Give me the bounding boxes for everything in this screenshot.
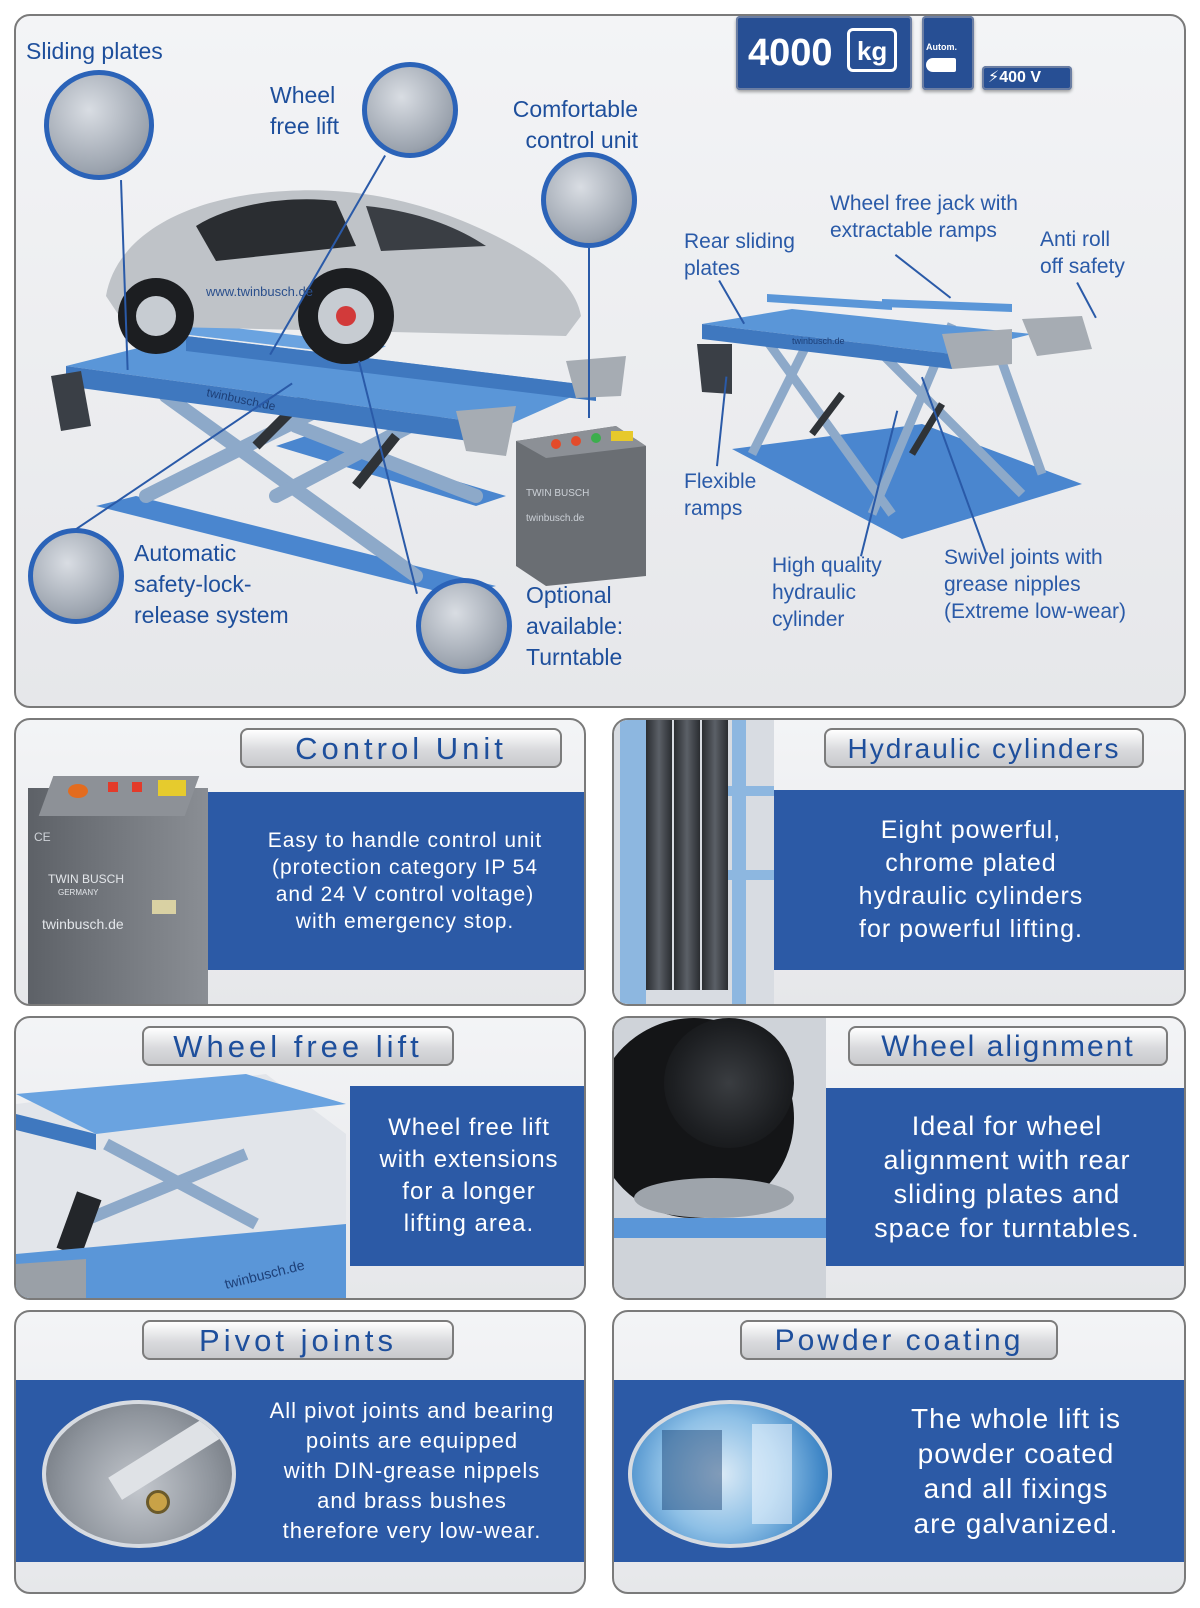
label-wheel-free-jack: Wheel free jack with extractable ramps	[830, 192, 1018, 242]
auto-label: Autom.	[926, 42, 957, 52]
secondary-lift-illustration: twinbusch.de	[697, 294, 1092, 539]
feature-title: Powder coating	[740, 1320, 1058, 1360]
capacity-unit: kg	[856, 36, 888, 66]
feature-wheel-alignment: Wheel alignment Ideal for wheel alignmen…	[612, 1016, 1186, 1300]
sliding-plates-bubble	[44, 70, 154, 180]
feature-wheel-free-lift: Wheel free lift twinbusch.de Wheel free …	[14, 1016, 586, 1300]
feature-powder-coating: Powder coating The whole lift is powder …	[612, 1310, 1186, 1594]
feature-title: Hydraulic cylinders	[824, 728, 1144, 768]
control-cabinet-illustration: TWIN BUSCH twinbusch.de	[516, 426, 646, 586]
label-optional-turntable: Optional available: Turntable	[526, 582, 624, 670]
feature-title: Pivot joints	[142, 1320, 454, 1360]
ce-mark: CE	[34, 830, 51, 844]
feature-title: Wheel free lift	[142, 1026, 454, 1066]
feature-description: Wheel free lift with extensions for a lo…	[350, 1086, 584, 1266]
car-decal: www.twinbusch.de	[205, 284, 313, 299]
control-brand-sub: GERMANY	[58, 888, 99, 897]
label-automatic-safety: Automatic safety-lock- release system	[134, 540, 289, 628]
feature-control-unit: Control Unit Easy to handle control unit…	[14, 718, 586, 1006]
label-swivel-joints: Swivel joints with grease nipples (Extre…	[944, 546, 1127, 623]
wheel-free-lift-bubble	[362, 62, 458, 158]
label-wheel-free-lift: Wheel free lift	[270, 82, 340, 139]
control-url: twinbusch.de	[42, 916, 124, 932]
weight-icon: kg	[847, 28, 898, 72]
label-sliding-plates: Sliding plates	[26, 38, 163, 64]
feature-hydraulic-cylinders: Hydraulic cylinders Eight powerful, chro…	[612, 718, 1186, 1006]
voltage-badge: ⚡400 V	[982, 66, 1072, 90]
leader-control-unit	[588, 248, 590, 418]
label-anti-roll: Anti roll off safety	[1040, 228, 1125, 278]
wheel-free-lift-photo: twinbusch.de	[16, 1074, 346, 1298]
capacity-value: 4000	[748, 32, 833, 74]
label-hydraulic-cylinder: High quality hydraulic cylinder	[772, 554, 882, 631]
feature-description: Eight powerful, chrome plated hydraulic …	[774, 790, 1184, 970]
capacity-badge: 4000 kg	[736, 16, 912, 90]
hand-pointer-icon	[926, 58, 956, 72]
powder-coating-photo	[628, 1400, 832, 1548]
label-flexible-ramps: Flexible ramps	[684, 470, 757, 520]
cabinet-brand: TWIN BUSCH	[526, 488, 589, 499]
hero-panel: twinbusch.de www.twinbusch.de TWIN BUSCH…	[14, 14, 1186, 708]
wheel-alignment-photo	[614, 1018, 826, 1298]
car-illustration: www.twinbusch.de	[106, 190, 581, 364]
label-comfortable-control: Comfortable control unit	[512, 96, 638, 153]
lightning-icon: ⚡	[988, 69, 1000, 86]
feature-description: Easy to handle control unit (protection …	[192, 792, 584, 970]
safety-lock-bubble	[28, 528, 124, 624]
pivot-joint-photo	[42, 1400, 236, 1548]
label-rear-sliding: Rear sliding plates	[684, 230, 795, 280]
control-brand: TWIN BUSCH	[48, 872, 124, 886]
hydraulic-cylinders-photo	[614, 720, 774, 1004]
main-lift-illustration: twinbusch.de www.twinbusch.de TWIN BUSCH…	[51, 190, 646, 596]
cabinet-url: twinbusch.de	[526, 513, 585, 524]
feature-title: Wheel alignment	[848, 1026, 1168, 1066]
feature-description: Ideal for wheel alignment with rear slid…	[826, 1088, 1184, 1266]
control-unit-bubble	[541, 152, 637, 248]
automatic-badge: Autom.	[922, 16, 974, 90]
turntable-bubble	[416, 578, 512, 674]
feature-pivot-joints: Pivot joints All pivot joints and bearin…	[14, 1310, 586, 1594]
secondary-lift-decal: twinbusch.de	[792, 336, 845, 346]
feature-title: Control Unit	[240, 728, 562, 768]
control-unit-photo: CE TWIN BUSCH GERMANY twinbusch.de	[28, 776, 208, 1004]
voltage-value: 400 V	[999, 69, 1042, 86]
